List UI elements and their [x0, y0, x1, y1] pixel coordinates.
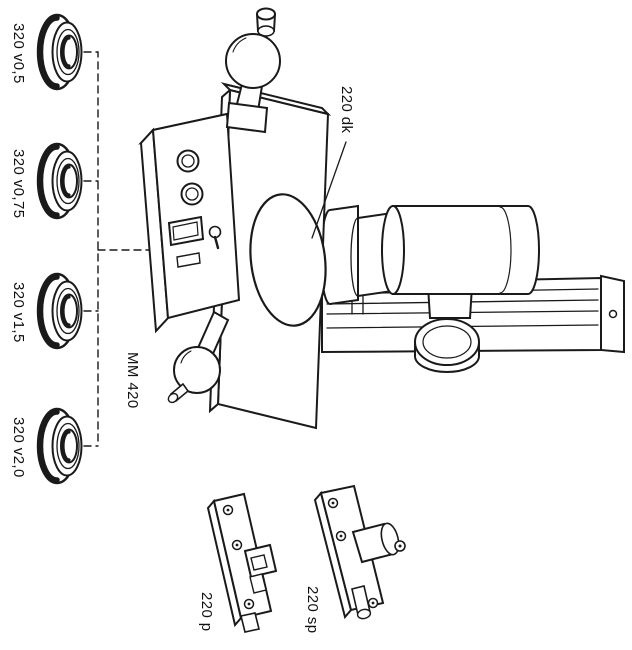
p-screw-mid-dot	[235, 543, 239, 547]
optics-cylinder-cap	[381, 205, 405, 295]
panel-knob-1-center	[181, 154, 195, 168]
sp-screw-mid-dot	[339, 534, 343, 538]
optics-collar-edge	[350, 217, 359, 297]
panel-display-window	[172, 221, 199, 241]
accessory-220p: 220 p	[198, 492, 278, 633]
lower-handwheel	[167, 310, 230, 404]
panel-knob-1	[176, 149, 200, 173]
rail-end-screw	[608, 309, 618, 319]
handwheel-cap-top	[256, 7, 276, 21]
adapter-rings-group: 320 v0,5 320 v0,75 320 v1,5 320 v2,0	[10, 15, 150, 483]
p-foot	[240, 612, 260, 633]
adapter-ring-2	[38, 144, 82, 218]
adapter-ring-1	[38, 15, 82, 89]
ring-label-4: 320 v2,0	[10, 417, 27, 478]
optics-head-220dk	[320, 204, 540, 306]
accessory-220sp: 220 sp	[304, 484, 406, 633]
optics-leader-line	[311, 141, 347, 239]
p-clamp-step	[250, 554, 268, 571]
control-column	[138, 112, 241, 334]
lower-ball-highlight	[180, 350, 192, 364]
adapter-ring-4	[38, 409, 82, 483]
mm420-machine-group: MM 420 220 dk	[124, 7, 625, 430]
machine-label: MM 420	[124, 352, 141, 409]
sp-pin-tip	[356, 608, 372, 620]
sp-plate-face	[319, 484, 385, 612]
handwheel-mount-block	[225, 101, 269, 134]
p-clamp-tab	[249, 573, 267, 594]
p-screw-bottom-dot	[247, 602, 251, 606]
handwheel-ball	[225, 33, 281, 89]
panel-display	[167, 215, 205, 247]
sp-clamp-screw-dot	[398, 544, 402, 548]
top-handwheel	[225, 7, 281, 134]
optics-flange	[320, 204, 359, 306]
ring-label-3: 320 v1,5	[10, 282, 27, 343]
table-edge-bottom	[209, 403, 219, 412]
panel-slot	[176, 252, 201, 268]
handwheel-ball-highlight	[232, 37, 247, 53]
accessory-220p-label: 220 p	[198, 592, 215, 632]
ring-label-1: 320 v0,5	[10, 23, 27, 84]
optics-cylinder	[392, 205, 540, 295]
panel-knob-2-center	[185, 187, 199, 201]
stage-opening	[249, 193, 327, 327]
sp-screw-top-dot	[331, 501, 335, 505]
stage-table	[208, 82, 332, 430]
adapter-ring-3	[38, 274, 82, 348]
p-screw-top-dot	[226, 508, 230, 512]
clamp-knob-ring	[422, 325, 472, 359]
optics-label: 220 dk	[338, 86, 355, 134]
optics-cylinder-seam	[499, 206, 512, 294]
column-front-face	[151, 112, 241, 320]
sp-screw-bottom-dot	[371, 601, 375, 605]
panel-knob-2	[180, 182, 204, 206]
lower-ball	[173, 346, 221, 394]
connector-dashed-line	[83, 51, 150, 447]
accessory-220sp-label: 220 sp	[304, 586, 321, 633]
handwheel-cap-bottom	[257, 25, 275, 37]
lower-stub-cap	[167, 392, 179, 404]
ring-label-2: 320 v0,75	[10, 149, 27, 219]
panel-switch-lever	[213, 235, 220, 250]
